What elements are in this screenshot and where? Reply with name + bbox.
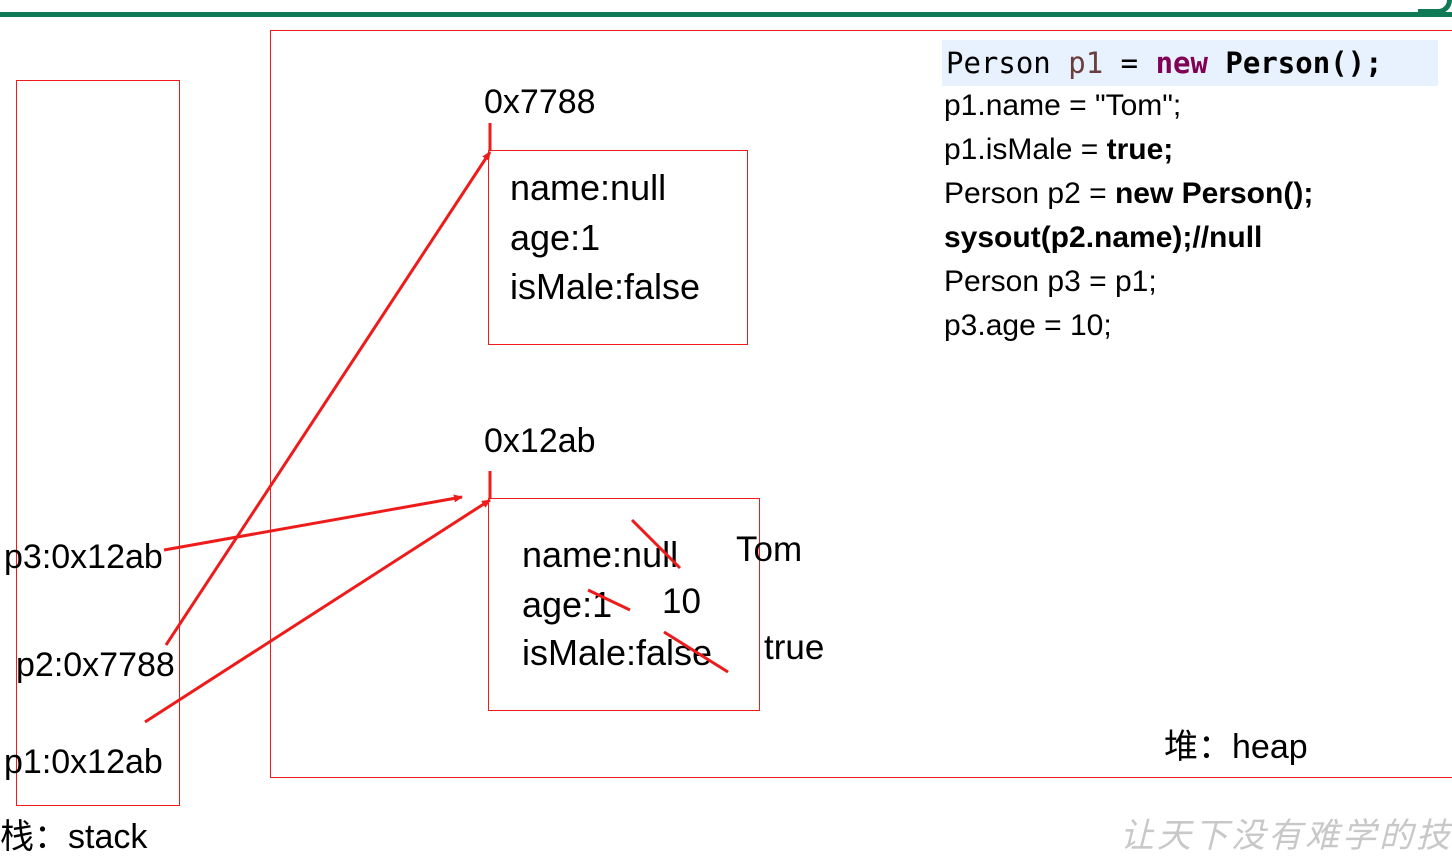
code-line-4-bold: new Person(); bbox=[1114, 177, 1314, 210]
object2-update-age: 10 bbox=[662, 582, 701, 621]
heap-label: 堆：heap bbox=[1164, 728, 1308, 766]
code-type: Person bbox=[946, 46, 1051, 80]
code-call: Person(); bbox=[1225, 46, 1383, 80]
object1-field-age: age:1 bbox=[510, 217, 601, 258]
header-bar bbox=[0, 12, 1452, 17]
object2-update-ismale: true bbox=[764, 628, 825, 667]
code-eq: = bbox=[1120, 46, 1139, 80]
heap-region bbox=[270, 30, 1452, 778]
object2-field-age: age:1 bbox=[522, 584, 613, 625]
code-line-3-prefix: p1.isMale = bbox=[944, 133, 1107, 166]
code-line-3-bold: true; bbox=[1106, 133, 1174, 166]
stack-var-p3: p3:0x12ab bbox=[4, 538, 163, 576]
code-line-4-prefix: Person p2 = bbox=[944, 177, 1115, 210]
code-line-4: Person p2 = new Person(); bbox=[944, 179, 1313, 209]
code-line-5: sysout(p2.name);//null bbox=[944, 221, 1263, 254]
object1-field-ismale: isMale:false bbox=[510, 266, 701, 307]
code-line-3: p1.isMale = true; bbox=[944, 135, 1173, 165]
code-line-2: p1.name = "Tom"; bbox=[944, 89, 1182, 122]
code-keyword: new bbox=[1155, 46, 1208, 80]
object1-field-name: name:null bbox=[510, 167, 667, 208]
stack-label: 栈：stack bbox=[0, 818, 148, 856]
stack-region bbox=[16, 80, 180, 806]
code-var: p1 bbox=[1068, 46, 1104, 80]
object2-update-name: Tom bbox=[736, 530, 803, 569]
code-line-1: Person p1 = new Person(); bbox=[942, 40, 1438, 86]
stack-var-p1: p1:0x12ab bbox=[4, 743, 163, 781]
logo-mark bbox=[1418, 0, 1452, 14]
stack-var-p2: p2:0x7788 bbox=[16, 646, 175, 684]
object-address-0x7788: 0x7788 bbox=[484, 83, 596, 121]
code-line-6: Person p3 = p1; bbox=[944, 265, 1157, 298]
code-line-7: p3.age = 10; bbox=[944, 309, 1112, 342]
object-address-0x12ab: 0x12ab bbox=[484, 422, 596, 460]
watermark: 让天下没有难学的技术 bbox=[1120, 816, 1452, 856]
object2-field-ismale: isMale:false bbox=[522, 632, 713, 673]
object2-field-name: name:null bbox=[522, 534, 679, 575]
